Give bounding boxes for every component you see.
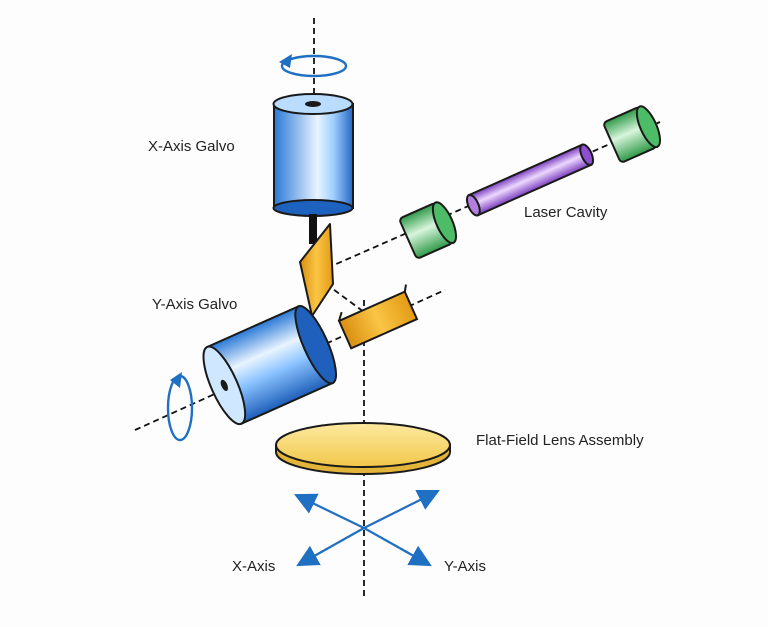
y-axis-galvo (202, 304, 337, 426)
cavity-purple-rod (465, 143, 595, 217)
laser-cavity-label: Laser Cavity (524, 204, 608, 221)
flat-field-lens (275, 422, 451, 475)
x-axis-galvo (272, 93, 354, 244)
cavity-green-optic-right (603, 105, 661, 163)
y-galvo-rotation-arrow-icon (166, 372, 194, 442)
y-galvo-mirror (337, 284, 419, 350)
x-galvo-rotation-arrow-icon (279, 54, 348, 78)
x-axis-label: X-Axis (232, 558, 276, 575)
cavity-green-optic-left (399, 201, 457, 259)
x-galvo-mirror (299, 223, 334, 317)
axis-arrows-icon (294, 490, 440, 567)
laser-cavity (399, 105, 661, 259)
y-axis-label: Y-Axis (444, 558, 486, 575)
laser-beam-path (317, 121, 661, 313)
x-axis-galvo-label: X-Axis Galvo (148, 138, 235, 155)
flat-field-lens-label: Flat-Field Lens Assembly (476, 432, 644, 449)
y-axis-galvo-label: Y-Axis Galvo (152, 296, 238, 313)
